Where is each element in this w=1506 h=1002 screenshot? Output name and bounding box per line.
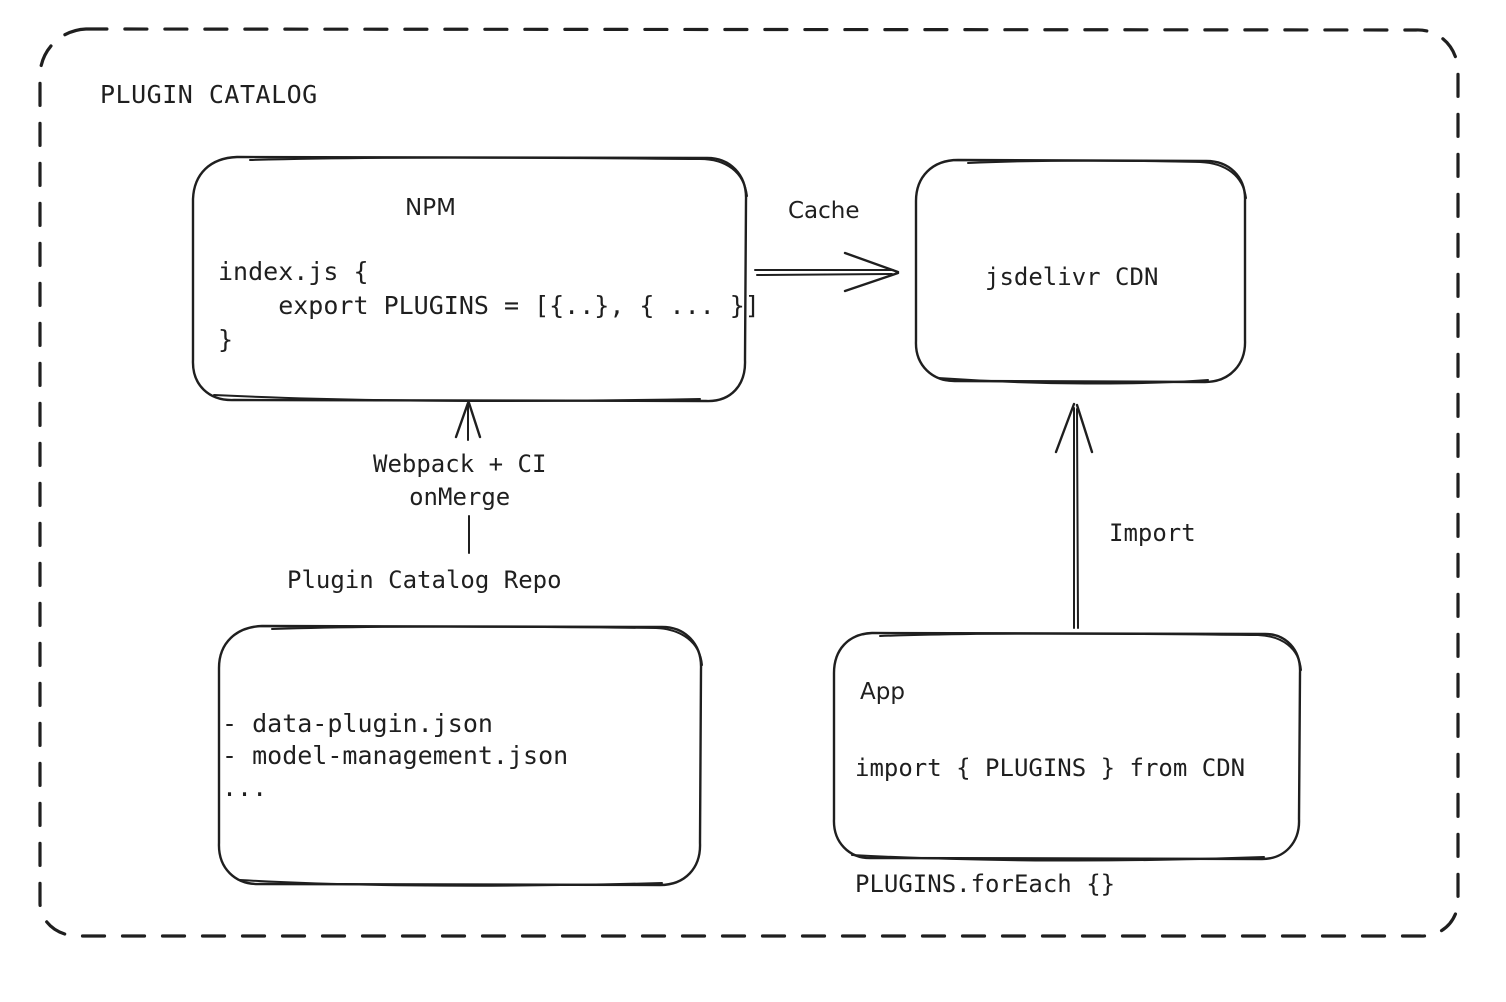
plugin-catalog-title: PLUGIN CATALOG	[100, 80, 318, 109]
plugin-catalog-repo-title: Plugin Catalog Repo	[287, 566, 562, 594]
npm-node-title: NPM	[405, 195, 456, 221]
import-edge-label: Import	[1109, 519, 1196, 547]
cache-edge-label: Cache	[788, 198, 860, 224]
app-node-title: App	[860, 679, 905, 705]
plugin-catalog-repo-files: - data-plugin.json - model-management.js…	[222, 709, 569, 802]
npm-node-code: index.js { export PLUGINS = [{..}, { ...…	[218, 257, 760, 354]
app-node-code: import { PLUGINS } from CDN PLUGINS.forE…	[855, 754, 1246, 898]
webpack-ci-edge-label: Webpack + CI onMerge	[373, 450, 547, 511]
cache-arrow	[754, 251, 900, 293]
import-arrow	[1054, 402, 1094, 629]
jsdelivr-cdn-node-title: jsdelivr CDN	[985, 263, 1159, 291]
